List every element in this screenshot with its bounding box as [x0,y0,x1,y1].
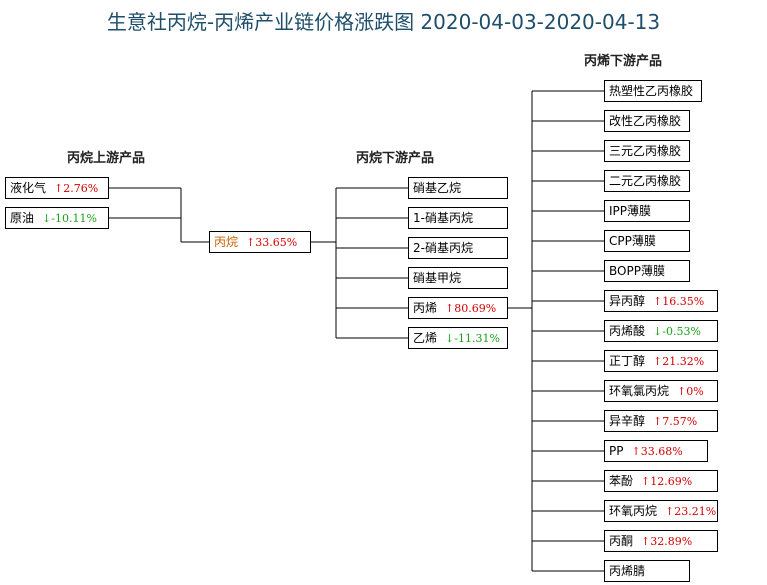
propylene-downstream-node: 丙烯酸 ↓-0.53% [604,320,718,342]
change-up-value: ↑12.69% [641,475,693,488]
propane-downstream-node: 硝基乙烷 [408,177,508,199]
change-up-value: ↑7.57% [653,415,698,428]
node-name: 硝基甲烷 [413,271,462,285]
node-name: 异辛醇 [609,414,646,428]
propylene-downstream-node: BOPP薄膜 [604,260,690,282]
propylene-downstream-node: 二元乙丙橡胶 [604,170,690,192]
node-name: 丙烯腈 [609,564,646,578]
propylene-downstream-node: 三元乙丙橡胶 [604,140,690,162]
propylene-downstream-node: 丙烯腈 [604,560,690,582]
node-name: CPP薄膜 [609,234,656,248]
node-name: 热塑性乙丙橡胶 [609,84,694,98]
node-name: 乙烯 [413,331,438,345]
node-name: 1-硝基丙烷 [413,211,473,225]
propane-downstream-node: 硝基甲烷 [408,267,508,289]
node-name: 异丙醇 [609,294,646,308]
propylene-downstream-header: 丙烯下游产品 [584,54,663,69]
node-name: 正丁醇 [609,354,646,368]
propylene-downstream-node: 异辛醇 ↑7.57% [604,410,718,432]
propylene-downstream-node: 异丙醇 ↑16.35% [604,290,718,312]
node-name: 环氧氯丙烷 [609,384,670,398]
propylene-downstream-node: IPP薄膜 [604,200,690,222]
propane-downstream-header: 丙烷下游产品 [356,151,435,166]
node-name: 丙烷 [214,235,239,249]
node-name: 丙酮 [609,534,634,548]
center-node-propane: 丙烷 ↑33.65% [209,231,311,253]
change-up-value: ↑32.89% [641,535,693,548]
propylene-downstream-node: 苯酚 ↑12.69% [604,470,718,492]
change-down-value: ↓-10.11% [42,212,97,225]
node-name: 硝基乙烷 [413,181,462,195]
propylene-downstream-node: 热塑性乙丙橡胶 [604,80,702,102]
change-up-value: ↑0% [677,385,704,398]
node-name: 改性乙丙橡胶 [609,114,682,128]
node-name: 丙烯 [413,301,438,315]
propylene-downstream-node: 正丁醇 ↑21.32% [604,350,718,372]
propylene-downstream-node: 丙酮 ↑32.89% [604,530,718,552]
change-up-value: ↑16.35% [653,295,705,308]
propylene-downstream-node: 改性乙丙橡胶 [604,110,690,132]
node-name: IPP薄膜 [609,204,652,218]
change-up-value: ↑80.69% [445,302,497,315]
change-up-value: ↑23.21% [665,505,717,518]
node-name: 环氧丙烷 [609,504,658,518]
upstream-header: 丙烷上游产品 [67,151,146,166]
change-down-value: ↓-11.31% [445,332,500,345]
node-name: 液化气 [10,181,47,195]
node-name: PP [609,444,624,458]
upstream-node: 液化气 ↑2.76% [5,177,109,199]
node-name: BOPP薄膜 [609,264,665,278]
propane-downstream-node: 丙烯 ↑80.69% [408,297,508,319]
node-name: 苯酚 [609,474,634,488]
propane-downstream-node: 乙烯 ↓-11.31% [408,327,508,349]
node-name: 三元乙丙橡胶 [609,144,682,158]
propylene-downstream-node: PP ↑33.68% [604,440,708,462]
propane-downstream-node: 1-硝基丙烷 [408,207,508,229]
node-name: 原油 [10,211,35,225]
propane-downstream-node: 2-硝基丙烷 [408,237,508,259]
propylene-downstream-node: 环氧丙烷 ↑23.21% [604,500,718,522]
change-up-value: ↑2.76% [54,182,99,195]
node-name: 丙烯酸 [609,324,646,338]
change-down-value: ↓-0.53% [653,325,701,338]
node-name: 2-硝基丙烷 [413,241,473,255]
propylene-downstream-node: 环氧氯丙烷 ↑0% [604,380,718,402]
change-up-value: ↑21.32% [653,355,705,368]
change-up-value: ↑33.68% [631,445,683,458]
propylene-downstream-node: CPP薄膜 [604,230,690,252]
chart-title: 生意社丙烷-丙烯产业链价格涨跌图 2020-04-03-2020-04-13 [106,10,661,34]
change-up-value: ↑33.65% [246,236,298,249]
upstream-node: 原油 ↓-10.11% [5,207,109,229]
node-name: 二元乙丙橡胶 [609,174,682,188]
